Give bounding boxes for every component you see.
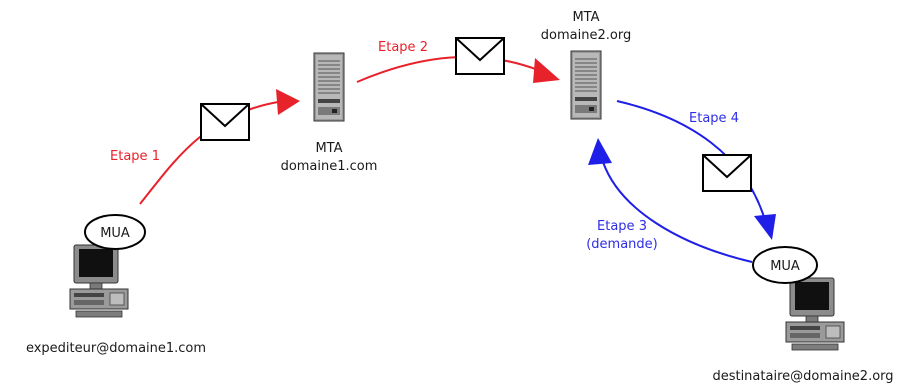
- step3-arrow: [602, 161, 753, 263]
- step2-label: Etape 2: [378, 40, 428, 55]
- mta1-domain: domaine1.com: [281, 159, 378, 174]
- mta1-server-icon: [313, 52, 345, 122]
- mua-recipient-label: MUA: [770, 259, 800, 274]
- step1-arrowhead: [276, 89, 300, 115]
- step3-label: Etape 3: [597, 219, 647, 234]
- mua-recipient-oval: [752, 246, 818, 284]
- step2-arrowhead: [533, 58, 560, 83]
- mta2-domain: domaine2.org: [541, 28, 631, 43]
- sender-computer-icon: [69, 244, 129, 318]
- mua-sender-label: MUA: [100, 226, 130, 241]
- step4-label: Etape 4: [689, 111, 739, 126]
- envelope-icon: [200, 103, 250, 141]
- step1-label: Etape 1: [110, 149, 160, 164]
- envelope-icon: [702, 154, 752, 192]
- step2-arrow: [356, 55, 539, 83]
- mta2-label: MTA: [572, 10, 599, 25]
- mta2-server-icon: [570, 50, 602, 120]
- step3-arrowhead: [588, 138, 612, 165]
- step1-arrow: [139, 101, 279, 205]
- recipient-address: destinataire@domaine2.org: [712, 369, 893, 384]
- recipient-computer-icon: [785, 277, 845, 351]
- step4-arrowhead: [754, 214, 776, 240]
- mua-sender-oval: [84, 214, 146, 250]
- step4-arrow: [616, 100, 766, 221]
- step3-sublabel: (demande): [586, 237, 658, 252]
- envelope-icon: [455, 37, 505, 75]
- sender-address: expediteur@domaine1.com: [26, 341, 206, 356]
- mta1-label: MTA: [315, 141, 342, 156]
